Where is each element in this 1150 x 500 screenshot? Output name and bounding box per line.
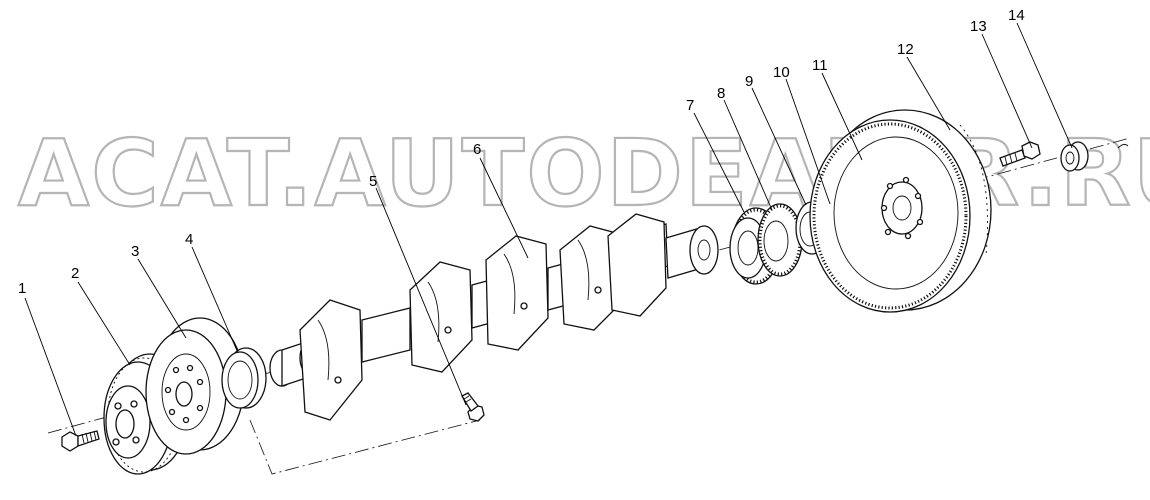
pilot-bearing [1060, 141, 1089, 172]
callout-8: 8 [717, 85, 725, 102]
leader-3 [137, 258, 187, 339]
callout-10: 10 [773, 64, 790, 81]
bearing-icon [1060, 141, 1089, 172]
callout-1: 1 [18, 280, 26, 297]
leader-lines [24, 22, 1073, 437]
crankshaft-icon [269, 213, 719, 421]
leader-5 [375, 187, 467, 406]
leader-9 [751, 87, 807, 206]
leader-12 [906, 56, 951, 131]
callout-13: 13 [970, 18, 987, 35]
leader-4 [191, 246, 239, 354]
bolt-icon [999, 141, 1041, 167]
bolt-axis [249, 419, 481, 475]
leader-11 [821, 72, 863, 161]
leader-13 [981, 33, 1033, 149]
timing-gear [757, 203, 803, 277]
crankshaft-bolt [461, 392, 485, 422]
gear-icon [757, 203, 803, 277]
callout-2: 2 [71, 265, 79, 282]
callout-3: 3 [131, 243, 139, 260]
callout-6: 6 [473, 141, 481, 158]
leader-7 [693, 112, 745, 213]
callout-11: 11 [812, 57, 828, 74]
flywheel-bolt [999, 141, 1041, 167]
vibration-damper [145, 317, 245, 455]
axis-end-mark [1117, 143, 1129, 149]
bolt-icon [461, 392, 485, 422]
callout-labels: 1 2 3 4 5 6 7 8 9 10 11 12 13 14 [18, 7, 1025, 297]
callout-7: 7 [686, 97, 694, 114]
callout-5: 5 [369, 173, 377, 190]
leader-2 [77, 281, 131, 366]
pulley-bolt [61, 430, 100, 452]
bearing-icon [221, 347, 267, 409]
leader-6 [479, 157, 529, 259]
leader-10 [785, 78, 831, 205]
front-oil-seal [221, 347, 267, 409]
leader-8 [723, 99, 773, 211]
leader-1 [24, 297, 77, 437]
callout-14: 14 [1008, 7, 1025, 24]
callout-12: 12 [897, 41, 914, 58]
damper-icon [145, 317, 245, 455]
callout-4: 4 [185, 231, 193, 248]
leader-14 [1016, 22, 1073, 149]
crankshaft [269, 213, 719, 421]
callout-9: 9 [745, 73, 753, 90]
bolt-icon [61, 430, 100, 452]
